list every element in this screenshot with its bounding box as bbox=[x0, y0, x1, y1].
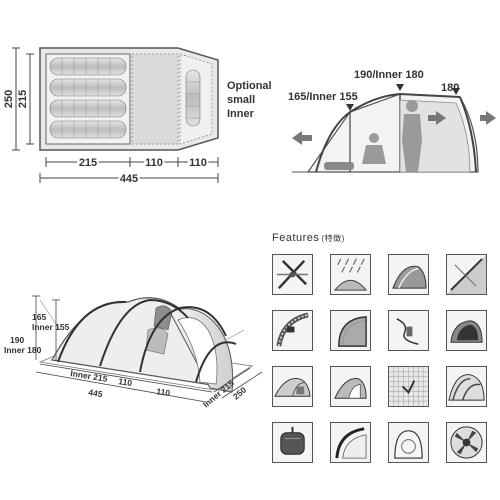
tunnel-icon bbox=[446, 366, 487, 407]
side-front-height: 165/Inner 155 bbox=[288, 91, 358, 103]
guy-line-icon bbox=[388, 310, 429, 351]
floorplan-width-mid: 110 bbox=[145, 157, 163, 169]
poles-icon bbox=[272, 254, 313, 295]
optional-label-line-3: Inner bbox=[227, 108, 255, 120]
floorplan-width-sleep: 215 bbox=[79, 157, 97, 169]
window-icon bbox=[388, 422, 429, 463]
perspective-h2-a: 190 bbox=[10, 335, 24, 345]
fabric-detail-icon bbox=[446, 254, 487, 295]
tent-door-icon bbox=[330, 366, 371, 407]
features-grid bbox=[272, 254, 496, 486]
optional-label-line-2: small bbox=[227, 94, 255, 106]
sleeping-bags bbox=[49, 57, 201, 139]
stuff-bag-icon bbox=[272, 422, 313, 463]
side-center-height: 190/Inner 180 bbox=[354, 69, 424, 81]
fan-icon bbox=[446, 422, 487, 463]
sleeping-bag bbox=[49, 99, 127, 118]
floorplan-height-outer: 250 bbox=[3, 90, 15, 108]
floorplan-width-total: 445 bbox=[120, 173, 138, 185]
perspective-view: 165 Inner 155 190 Inner 180 Inner 215 11… bbox=[4, 295, 263, 410]
optional-label-line-1: Optional bbox=[227, 80, 272, 92]
floorplan-height-inner: 215 bbox=[17, 90, 29, 108]
mesh-icon bbox=[330, 310, 371, 351]
sleeping-bag bbox=[49, 78, 127, 97]
tent-dome-icon bbox=[388, 254, 429, 295]
perspective-h1-b: Inner 155 bbox=[32, 322, 70, 332]
ventilation-arrows bbox=[292, 111, 496, 145]
floorplan-width-porch: 110 bbox=[189, 157, 207, 169]
zipper-icon bbox=[272, 310, 313, 351]
features-title: Features(特徴) bbox=[272, 232, 345, 244]
sleeping-bag bbox=[49, 57, 127, 76]
features-subtitle: (特徴) bbox=[321, 234, 345, 243]
rain-icon bbox=[330, 254, 371, 295]
side-view-people bbox=[324, 100, 422, 172]
sleeping-bag bbox=[185, 69, 201, 127]
side-view: 165/Inner 155 190/Inner 180 180 bbox=[288, 69, 496, 173]
pole-sleeve-icon bbox=[330, 422, 371, 463]
floorplan-middle-area bbox=[131, 53, 179, 145]
perspective-len-mid: 110 bbox=[118, 376, 133, 388]
ventilation-icon bbox=[388, 366, 429, 407]
floorplan-vertical-dims bbox=[12, 47, 34, 151]
perspective-h2-b: Inner 180 bbox=[4, 345, 42, 355]
vestibule-icon bbox=[272, 366, 313, 407]
features-title-text: Features bbox=[272, 232, 320, 244]
side-rear-height: 180 bbox=[441, 82, 459, 94]
sleeping-bag bbox=[49, 120, 127, 139]
perspective-len-porch: 110 bbox=[156, 386, 171, 398]
perspective-h1-a: 165 bbox=[32, 312, 46, 322]
inner-tent-icon bbox=[446, 310, 487, 351]
floorplan-horizontal-dims bbox=[39, 157, 219, 183]
floorplan: 250 215 215 110 110 445 Optional small I… bbox=[3, 47, 272, 187]
perspective-len-total: 445 bbox=[88, 387, 104, 399]
